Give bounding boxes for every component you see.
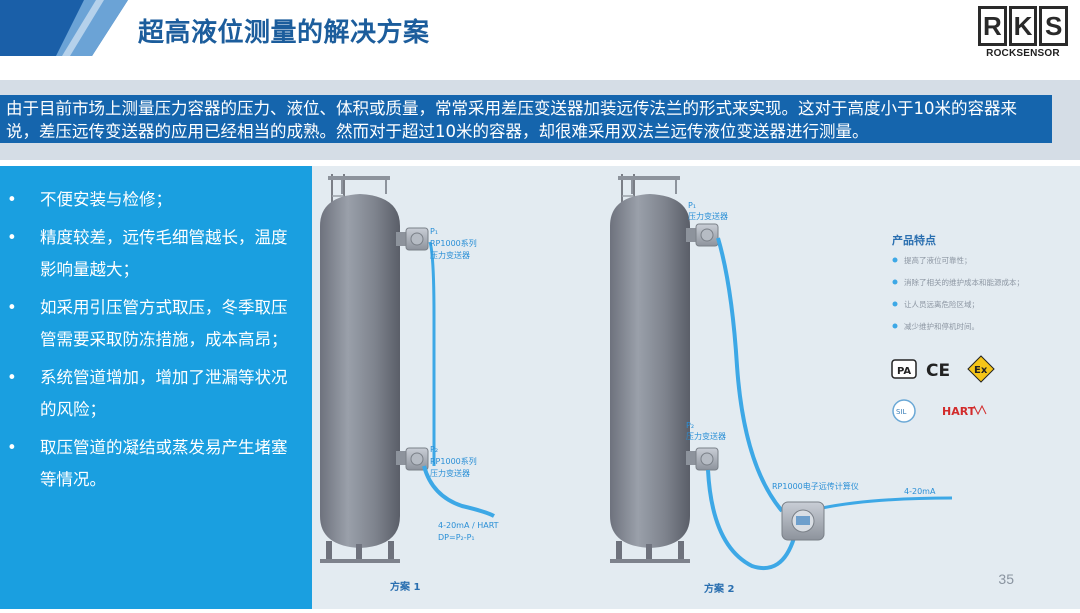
features-title: 产品特点 <box>892 233 936 247</box>
scheme1-top-type-label: 压力变送器 <box>430 250 470 260</box>
scheme1-label: 方案 1 <box>390 580 420 593</box>
scheme1-formula-label: DP=P₂-P₁ <box>438 533 475 542</box>
sil-cert-icon: SIL <box>892 399 916 423</box>
feature-bullet <box>892 279 898 285</box>
logo-subtext: ROCKSENSOR <box>986 48 1060 59</box>
list-item: • 精度较差，远传毛细管越长，温度影响量越大； <box>0 222 312 286</box>
logo-letter: R <box>978 6 1007 46</box>
scheme1-bottom-type-label: 压力变送器 <box>430 468 470 478</box>
scheme2-top-p-label: P₁ <box>688 201 696 210</box>
scheme2-calculator-label: RP1000电子远传计算仪 <box>772 481 859 491</box>
feature-bullet <box>892 257 898 263</box>
feature-bullet <box>892 323 898 329</box>
drawbacks-list: • 不便安装与检修； • 精度较差，远传毛细管越长，温度影响量越大； • 如采用引压管… <box>0 166 312 496</box>
list-item: • 系统管道增加，增加了泄漏等状况的风险； <box>0 362 312 426</box>
list-item: • 取压管道的凝结或蒸发易产生堵塞等情况。 <box>0 432 312 496</box>
scheme1-bottom-p-label: P₂ <box>430 445 438 454</box>
scheme2-signal-label: 4-20mA <box>904 487 936 496</box>
scheme1-bottom-cable <box>422 465 495 518</box>
rks-logo: R K S ROCKSENSOR <box>978 6 1069 59</box>
bullet-dot: • <box>7 298 17 317</box>
scheme2-label: 方案 2 <box>704 582 734 595</box>
scheme2-top-type-label: 压力变送器 <box>688 211 728 221</box>
bullet-dot: • <box>7 228 17 247</box>
scheme2-bottom-p-label: P₂ <box>686 421 694 430</box>
intro-band: 由于目前市场上测量压力容器的压力、液位、体积或质量，常常采用差压变送器加装远传法… <box>0 80 1080 160</box>
ex-cert-icon: Ex <box>967 355 995 383</box>
svg-text:CE: CE <box>926 361 950 381</box>
intro-text: 由于目前市场上测量压力容器的压力、液位、体积或质量，常常采用差压变送器加装远传法… <box>6 99 1017 141</box>
feature-item: 让人员远离危险区域； <box>904 299 979 309</box>
solution-diagram: P₁ RP1000系列 压力变送器 P₂ RP1000系列 压力变送器 4-20… <box>320 174 1024 595</box>
header: 超高液位测量的解决方案 R K S ROCKSENSOR <box>0 0 1080 80</box>
list-item: • 如采用引压管方式取压，冬季取压管需要采取防冻措施，成本高昂； <box>0 292 312 356</box>
svg-text:SIL: SIL <box>896 408 907 416</box>
logo-letter: S <box>1039 6 1069 46</box>
list-item: • 不便安装与检修； <box>0 184 312 216</box>
bullet-text: 取压管道的凝结或蒸发易产生堵塞等情况。 <box>40 438 288 489</box>
scheme2-tank <box>610 174 696 563</box>
drawbacks-panel: • 不便安装与检修； • 精度较差，远传毛细管越长，温度影响量越大； • 如采用引压管… <box>0 166 312 609</box>
feature-bullet <box>892 301 898 307</box>
scheme1-top-model-label: RP1000系列 <box>430 238 477 248</box>
svg-text:Ex: Ex <box>974 365 988 376</box>
scheme1-tank <box>320 174 406 563</box>
svg-text:HART: HART <box>942 405 976 418</box>
scheme1-top-p-label: P₁ <box>430 227 438 236</box>
solution-diagram-panel: P₁ RP1000系列 压力变送器 P₂ RP1000系列 压力变送器 4-20… <box>312 166 1080 609</box>
scheme1-bottom-transmitter <box>405 447 429 471</box>
scheme1-bottom-model-label: RP1000系列 <box>430 456 477 466</box>
bullet-text: 精度较差，远传毛细管越长，温度影响量越大； <box>40 228 288 279</box>
svg-text:PA: PA <box>897 366 911 377</box>
page-number: 35 <box>998 571 1014 587</box>
bullet-dot: • <box>7 438 17 457</box>
hart-cert-icon: HART <box>942 404 987 418</box>
scheme2-bottom-transmitter <box>695 447 719 471</box>
pa-cert-icon: PA <box>891 359 917 379</box>
feature-item: 提高了液位可靠性； <box>904 255 972 265</box>
bullet-text: 如采用引压管方式取压，冬季取压管需要采取防冻措施，成本高昂； <box>40 298 288 349</box>
scheme1-signal-label: 4-20mA / HART <box>438 521 499 530</box>
scheme2-bottom-type-label: 压力变送器 <box>686 431 726 441</box>
intro-box: 由于目前市场上测量压力容器的压力、液位、体积或质量，常常采用差压变送器加装远传法… <box>0 95 1052 143</box>
logo-letter: K <box>1008 6 1038 46</box>
bullet-text: 系统管道增加，增加了泄漏等状况的风险； <box>40 368 288 419</box>
bullet-dot: • <box>7 190 17 209</box>
bullet-dot: • <box>7 368 17 387</box>
feature-item: 消除了相关的维护成本和能源成本； <box>904 277 1024 287</box>
scheme2-bottom-cable <box>706 469 796 571</box>
bullet-text: 不便安装与检修； <box>40 190 172 209</box>
scheme2-output-cable <box>821 496 953 510</box>
feature-item: 减少维护和停机时间。 <box>904 321 979 331</box>
scheme1-top-cable <box>428 241 436 466</box>
header-decoration <box>0 0 128 56</box>
scheme2-calculator <box>781 501 825 541</box>
ce-cert-icon: CE <box>926 361 950 381</box>
scheme1-top-transmitter <box>405 227 429 251</box>
page-title: 超高液位测量的解决方案 <box>138 18 430 48</box>
scheme2-top-transmitter <box>695 223 719 247</box>
scheme2-top-cable <box>716 237 784 513</box>
